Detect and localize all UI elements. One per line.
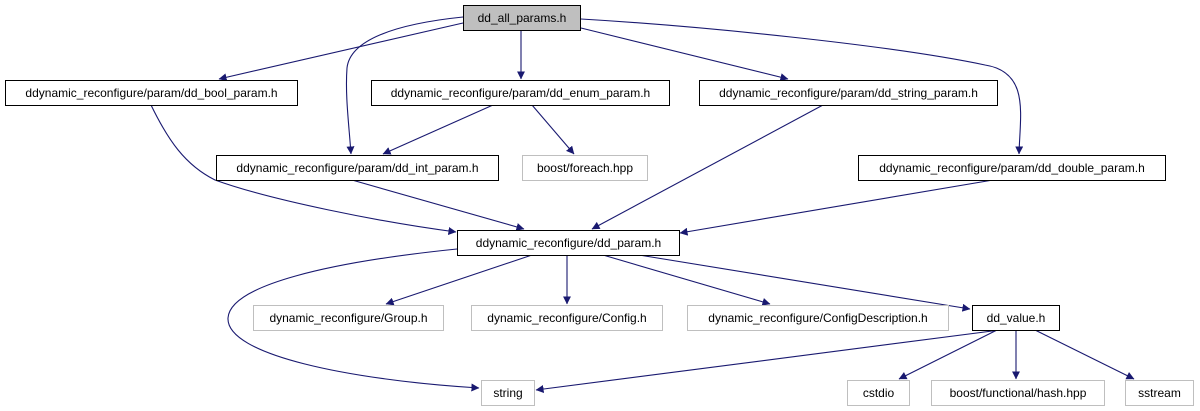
node-string-param[interactable]: ddynamic_reconfigure/param/dd_string_par… [699, 80, 998, 106]
node-string: string [481, 380, 535, 406]
edge-arrow [150, 104, 457, 235]
node-box [5, 80, 298, 106]
node-box [687, 305, 949, 331]
edge-root-to-int [345, 16, 464, 155]
node-box [972, 305, 1060, 331]
edge-arrow [218, 22, 464, 82]
node-config: dynamic_reconfigure/Config.h [471, 305, 663, 331]
node-box [699, 80, 998, 106]
edge-value-to-sstream [1034, 329, 1135, 380]
node-box [471, 305, 663, 331]
edge-param-to-value [638, 254, 971, 312]
edge-arrow [638, 254, 971, 312]
edge-arrow [351, 179, 525, 231]
node-label: sstream [1138, 386, 1181, 400]
node-box [1125, 380, 1194, 406]
edge-arrow [385, 254, 533, 306]
edge-arrow [679, 179, 994, 236]
edge-enum-to-foreach [531, 104, 575, 155]
edge-double-to-param [679, 179, 994, 236]
node-label: cstdio [863, 386, 895, 400]
node-label: dynamic_reconfigure/ConfigDescription.h [708, 311, 927, 325]
node-param[interactable]: ddynamic_reconfigure/dd_param.h [457, 230, 680, 256]
nodes-layer: dd_all_params.h ddynamic_reconfigure/para… [5, 5, 1194, 406]
edge-param-to-string [227, 248, 480, 392]
edge-arrow [345, 16, 464, 155]
node-label: dynamic_reconfigure/Group.h [269, 311, 427, 325]
node-label: dd_all_params.h [478, 11, 567, 25]
node-label: dd_value.h [987, 311, 1046, 325]
node-label: dynamic_reconfigure/Config.h [487, 311, 646, 325]
node-bool[interactable]: ddynamic_reconfigure/param/dd_bool_param… [5, 80, 298, 106]
node-label: ddynamic_reconfigure/param/dd_int_param.… [236, 161, 478, 175]
node-box [858, 155, 1166, 181]
node-label: string [493, 386, 522, 400]
node-hash: boost/functional/hash.hpp [931, 380, 1105, 406]
node-box [253, 305, 444, 331]
node-label: ddynamic_reconfigure/param/dd_double_par… [879, 161, 1145, 175]
node-label: ddynamic_reconfigure/param/dd_bool_param… [25, 86, 277, 100]
edge-value-to-string [535, 329, 1001, 393]
edge-arrow [580, 27, 789, 82]
node-box [371, 80, 670, 106]
node-foreach: boost/foreach.hpp [522, 155, 648, 181]
edge-arrow [382, 104, 494, 155]
node-value[interactable]: dd_value.h [972, 305, 1060, 331]
edge-param-to-group [385, 254, 533, 306]
edge-value-to-cstdio [898, 329, 998, 380]
edge-arrow [898, 329, 998, 380]
edge-arrow [531, 104, 575, 155]
edge-param-to-configdesc [602, 254, 771, 306]
edge-arrow [227, 248, 480, 392]
node-configdesc: dynamic_reconfigure/ConfigDescription.h [687, 305, 949, 331]
node-label: ddynamic_reconfigure/param/dd_string_par… [719, 86, 978, 100]
node-label: ddynamic_reconfigure/param/dd_enum_param… [391, 86, 650, 100]
node-box [216, 155, 499, 181]
edge-root-to-string_param [580, 27, 789, 82]
node-enum[interactable]: ddynamic_reconfigure/param/dd_enum_param… [371, 80, 670, 106]
edge-arrow [602, 254, 771, 306]
node-label: boost/foreach.hpp [537, 161, 633, 175]
node-label: boost/functional/hash.hpp [950, 386, 1087, 400]
edge-arrow [1034, 329, 1135, 380]
node-double[interactable]: ddynamic_reconfigure/param/dd_double_par… [858, 155, 1166, 181]
node-box [931, 380, 1105, 406]
edge-enum-to-int [382, 104, 494, 155]
node-box [457, 230, 680, 256]
edges-layer [150, 16, 1135, 393]
node-box [522, 155, 648, 181]
node-box [847, 380, 910, 406]
edge-int-to-param [351, 179, 525, 231]
node-sstream: sstream [1125, 380, 1194, 406]
edge-bool-to-param [150, 104, 457, 235]
edge-root-to-bool [218, 22, 464, 82]
node-cstdio: cstdio [847, 380, 910, 406]
node-int[interactable]: ddynamic_reconfigure/param/dd_int_param.… [216, 155, 499, 181]
node-box [481, 380, 535, 406]
edge-string_param-to-param [591, 104, 824, 230]
edge-arrow [591, 104, 824, 230]
node-group: dynamic_reconfigure/Group.h [253, 305, 444, 331]
node-label: ddynamic_reconfigure/dd_param.h [476, 236, 661, 250]
edge-arrow [580, 18, 1024, 155]
node-root[interactable]: dd_all_params.h [463, 5, 581, 31]
edge-arrow [535, 329, 1001, 393]
node-box [463, 5, 581, 31]
edge-root-to-double [580, 18, 1024, 155]
